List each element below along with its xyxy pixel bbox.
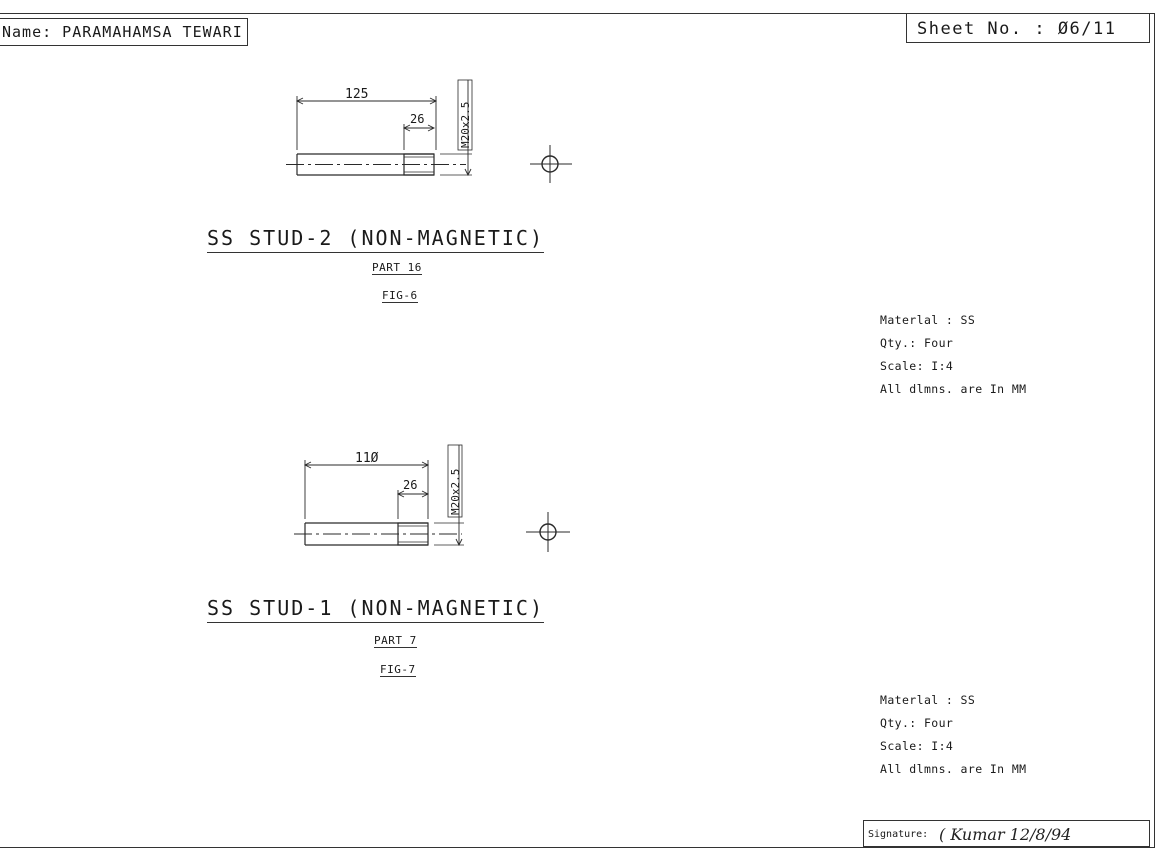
material-note: Materlal : SS <box>880 693 976 707</box>
stud-1-drawing <box>294 444 570 552</box>
notes-upper: Materlal : SS Qty.: Four Scale: I:4 All … <box>880 309 1026 401</box>
stud-2-drawing <box>286 79 572 183</box>
scale-note: Scale: I:4 <box>880 739 954 753</box>
scale-note: Scale: I:4 <box>880 359 954 373</box>
handwritten-signature: ( Kumar 12/8/94 <box>939 825 1072 844</box>
sheet-number: Sheet No. : Ø6/11 <box>906 13 1150 43</box>
stud-2-length-label: 125 <box>345 87 368 102</box>
stud-1-length-label: 11Ø <box>355 451 379 466</box>
notes-lower: Materlal : SS Qty.: Four Scale: I:4 All … <box>880 689 1026 781</box>
stud-1-part: PART 7 <box>374 634 417 648</box>
stud-1-title: SS STUD-1 (NON-MAGNETIC) <box>207 596 544 623</box>
stud-1-fig: FIG-7 <box>380 663 416 677</box>
units-note: All dlmns. are In MM <box>880 762 1027 776</box>
units-note: All dlmns. are In MM <box>880 382 1027 396</box>
quantity-note: Qty.: Four <box>880 716 954 730</box>
stud-2-part: PART 16 <box>372 261 422 275</box>
material-note: Materlal : SS <box>880 313 976 327</box>
quantity-note: Qty.: Four <box>880 336 954 350</box>
name-field: Name: PARAMAHAMSA TEWARI <box>0 18 248 46</box>
sheet-frame <box>0 13 1155 848</box>
stud-1-thread-length-label: 26 <box>403 478 417 492</box>
stud-2-thread-length-label: 26 <box>410 112 424 126</box>
signature-label: Signature: <box>868 829 929 840</box>
stud-1-thread-spec: M20x2.5 <box>449 469 462 515</box>
signature-box: Signature: ( Kumar 12/8/94 <box>863 820 1150 847</box>
stud-2-thread-spec: M20x2.5 <box>459 102 472 148</box>
stud-2-fig: FIG-6 <box>382 289 418 303</box>
stud-2-title: SS STUD-2 (NON-MAGNETIC) <box>207 226 544 253</box>
